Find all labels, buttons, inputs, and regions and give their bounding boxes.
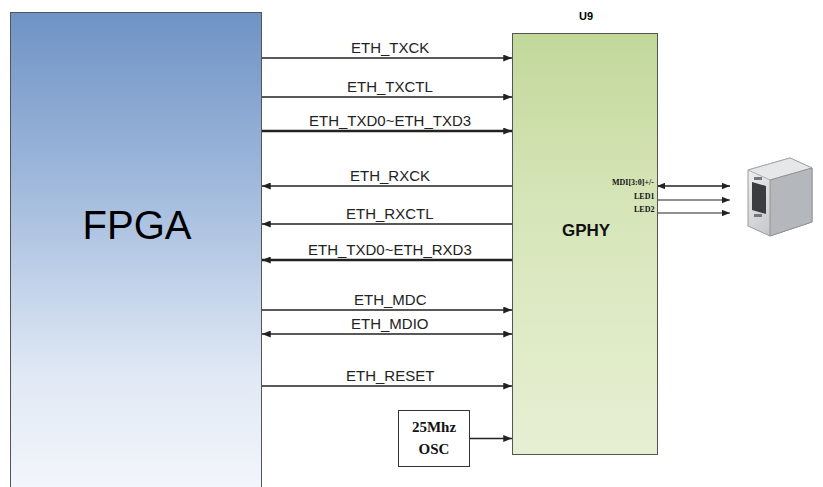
block-label: 25Mhz OSC xyxy=(405,417,463,461)
signal-name: ETH_TXCTL xyxy=(347,78,433,95)
pin-name: LED2 xyxy=(634,205,654,214)
pin-name: LED1 xyxy=(634,192,654,201)
signal-arrow xyxy=(262,185,512,186)
signal-name: ETH_RXCTL xyxy=(346,205,434,222)
signal-name: ETH_TXD0~ETH_RXD3 xyxy=(308,241,472,258)
signal-arrow xyxy=(470,438,512,439)
signal-name: ETH_MDIO xyxy=(351,315,429,332)
signal-name: ETH_RXCK xyxy=(350,167,430,184)
signal-arrow xyxy=(262,223,512,224)
signal-arrow xyxy=(262,385,512,386)
signal-arrow xyxy=(262,259,512,262)
signal-arrow xyxy=(262,96,512,97)
signal-name: ETH_RESET xyxy=(346,367,434,384)
oscillator-box: 25Mhz OSC xyxy=(398,410,470,467)
block-label: GPHY xyxy=(513,221,659,241)
gphy-chip: U9GPHY xyxy=(512,33,658,455)
signal-name: ETH_MDC xyxy=(354,291,427,308)
signal-name: ETH_TXCK xyxy=(351,39,429,56)
signal-arrow xyxy=(262,333,512,334)
led2-wire xyxy=(657,212,730,213)
part-designator: U9 xyxy=(513,10,659,22)
pin-name: MDI[3:0]+/- xyxy=(612,178,654,187)
signal-arrow xyxy=(262,57,512,58)
led1-wire xyxy=(657,199,730,200)
signal-arrow xyxy=(262,309,512,310)
mdi-wire xyxy=(657,185,730,186)
signal-arrow xyxy=(262,130,512,133)
signal-name: ETH_TXD0~ETH_TXD3 xyxy=(309,112,471,129)
rj45-jack xyxy=(748,158,812,236)
fpga-block: FPGA xyxy=(10,12,262,487)
block-label: FPGA xyxy=(11,203,263,248)
